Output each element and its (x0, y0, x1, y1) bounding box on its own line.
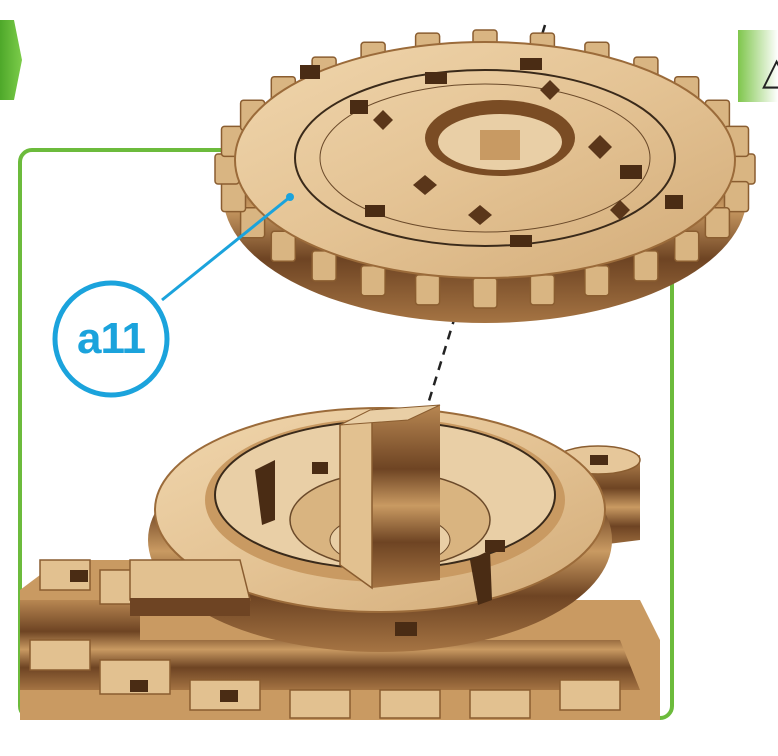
gear-tooth (312, 251, 336, 281)
gear-tooth (530, 275, 554, 305)
green-arrow-icon (0, 20, 22, 100)
gear-tooth (416, 275, 440, 305)
gear-part-a11 (215, 30, 755, 323)
part-callout-label: a11 (56, 284, 166, 394)
gear-tooth (585, 266, 609, 296)
gear-tooth (473, 278, 497, 308)
gear-tooth (361, 266, 385, 296)
gear-tooth (634, 251, 658, 281)
warning-triangle-icon: △ (762, 52, 778, 90)
base-assembly (20, 405, 660, 720)
